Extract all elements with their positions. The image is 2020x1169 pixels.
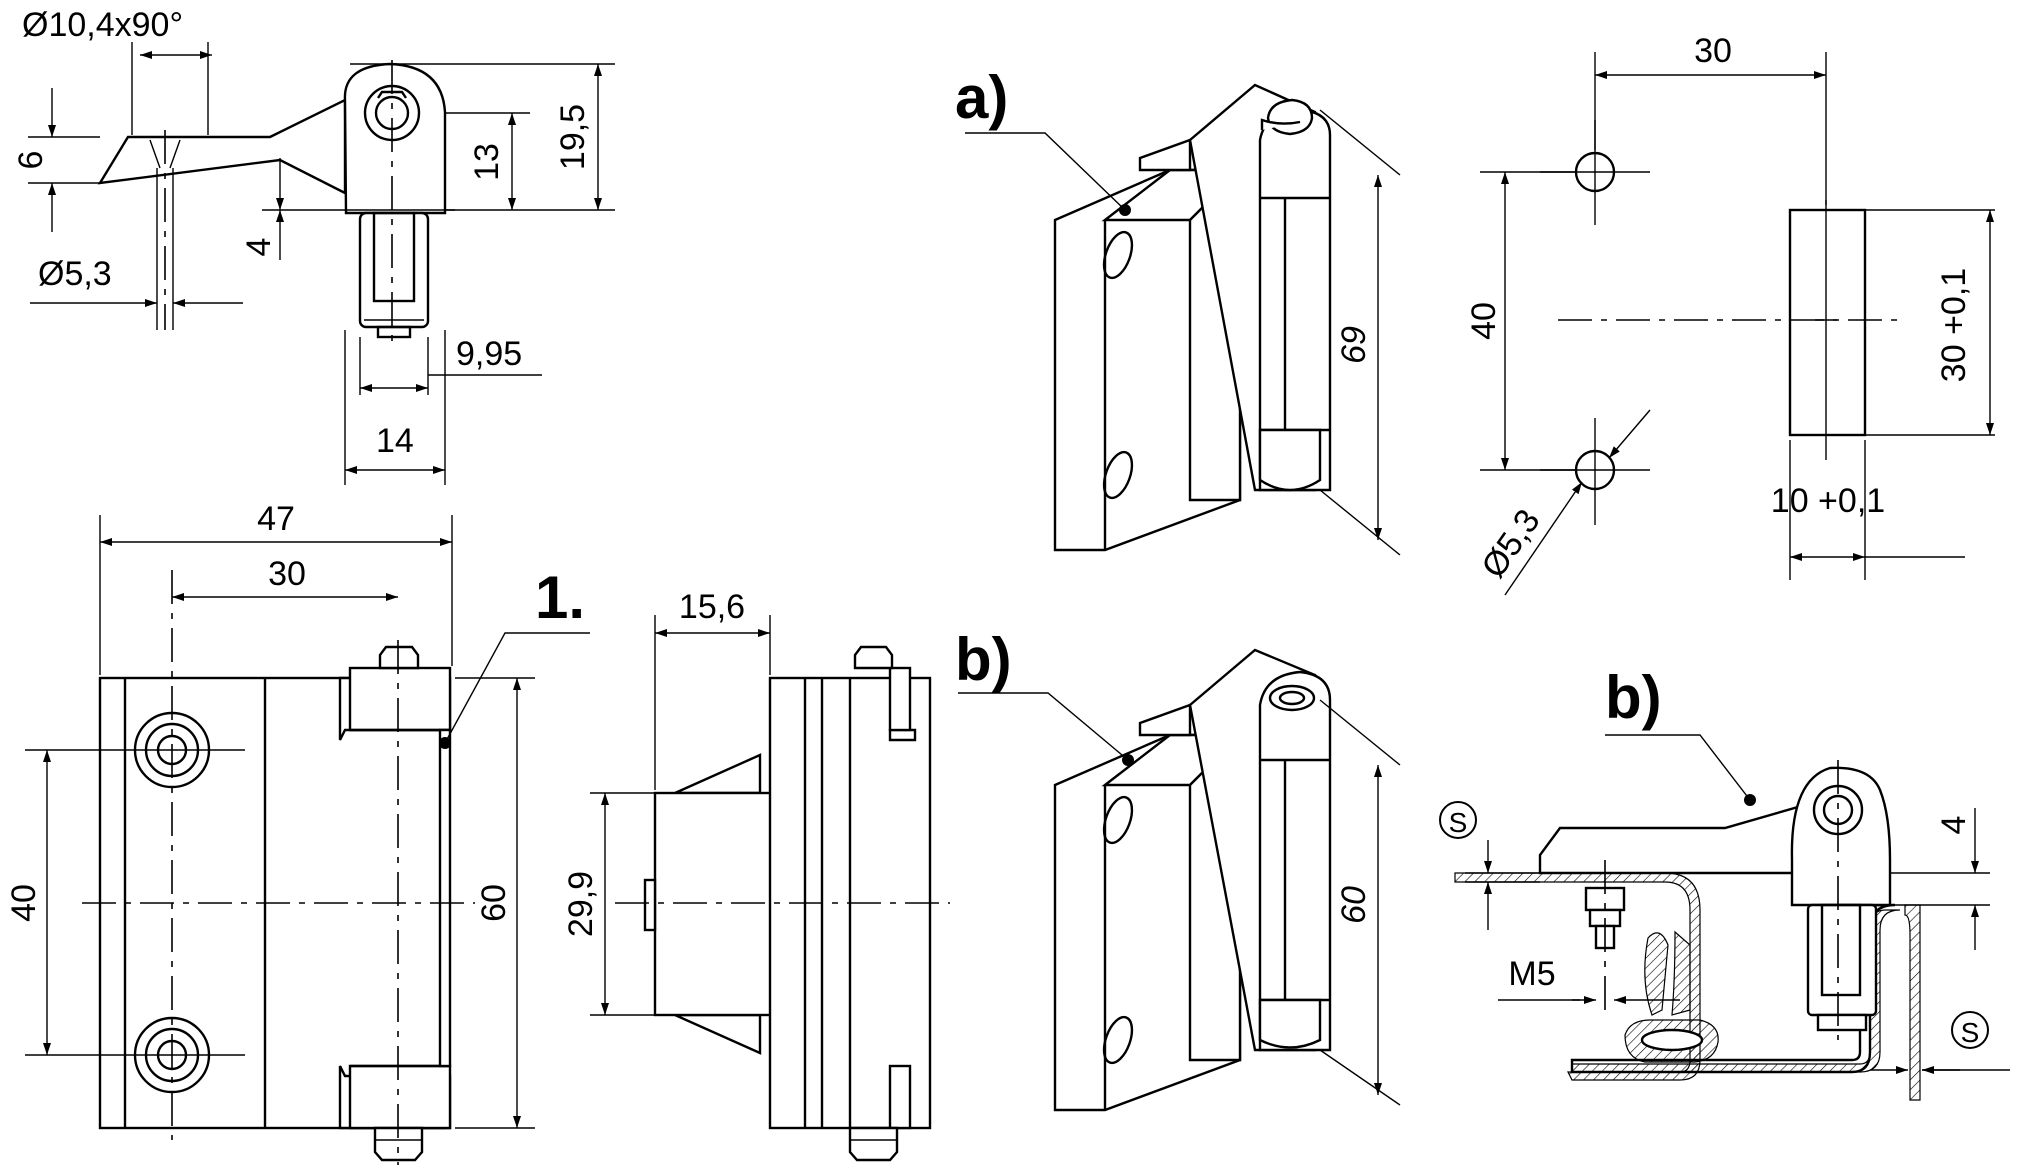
- iso-b-height-dimension: 60: [1335, 886, 1373, 924]
- isometric-view-b: 60 b): [955, 626, 1401, 1112]
- pin-width-dimension: 9,95: [456, 335, 522, 373]
- callout-b-section-dot: [1744, 794, 1756, 806]
- section-marker-left-text: S: [1449, 807, 1468, 838]
- isometric-view-a: 69 a): [955, 64, 1401, 556]
- callout-1-dot: [439, 737, 451, 749]
- cutout-hole-dimension: Ø5,3: [1474, 503, 1547, 585]
- section-view: b) S S M5 4: [1439, 664, 2010, 1101]
- offset-dimension: 4: [240, 238, 278, 257]
- thread-dimension: M5: [1508, 955, 1555, 993]
- callout-1-label: 1.: [535, 564, 585, 631]
- label-b-section: b): [1605, 664, 1662, 731]
- hole-spacing-v-dimension: 40: [5, 884, 43, 922]
- latch-height-dimension: 29,9: [562, 871, 600, 937]
- body-width-dimension: 14: [376, 422, 414, 460]
- pivot-height-dimension: 13: [468, 143, 506, 181]
- label-b-top: b): [955, 626, 1012, 693]
- hole-spacing-h-dimension: 30: [268, 555, 306, 593]
- label-a: a): [955, 64, 1008, 131]
- mounting-cutout: 30 40 Ø5,3 30 +0,1 10 +0,1: [1465, 32, 1995, 596]
- hole-diameter-dimension: Ø5,3: [38, 255, 112, 293]
- top-view: Ø10,4x90° 6 Ø5,3 4 13 19,5 9,95 14: [12, 6, 615, 485]
- section-marker-left: [1439, 801, 1477, 839]
- height-dimension: 60: [475, 884, 513, 922]
- cutout-pitch-v-dimension: 40: [1465, 302, 1503, 340]
- cutout-pitch-h-dimension: 30: [1694, 32, 1732, 70]
- iso-a-height-dimension: 69: [1335, 326, 1373, 364]
- section-marker-right-text: S: [1961, 1017, 1980, 1048]
- slot-width-dimension: 10 +0,1: [1771, 482, 1885, 520]
- callout-b-dot: [1122, 754, 1134, 766]
- thickness-dimension: 6: [12, 151, 50, 170]
- section-marker-right: [1951, 1011, 1989, 1049]
- section-offset-dimension: 4: [1935, 816, 1973, 835]
- slot-height-dimension: 30 +0,1: [1935, 268, 1973, 382]
- front-view: 1. 47 30 40 60: [5, 500, 590, 1165]
- depth-dimension: 15,6: [679, 588, 745, 626]
- side-view: 15,6 29,9: [562, 588, 950, 1162]
- countersink-dimension: Ø10,4x90°: [22, 6, 183, 44]
- overall-width-dimension: 47: [257, 500, 295, 538]
- callout-a-dot: [1119, 204, 1131, 216]
- total-height-dimension: 19,5: [554, 104, 592, 170]
